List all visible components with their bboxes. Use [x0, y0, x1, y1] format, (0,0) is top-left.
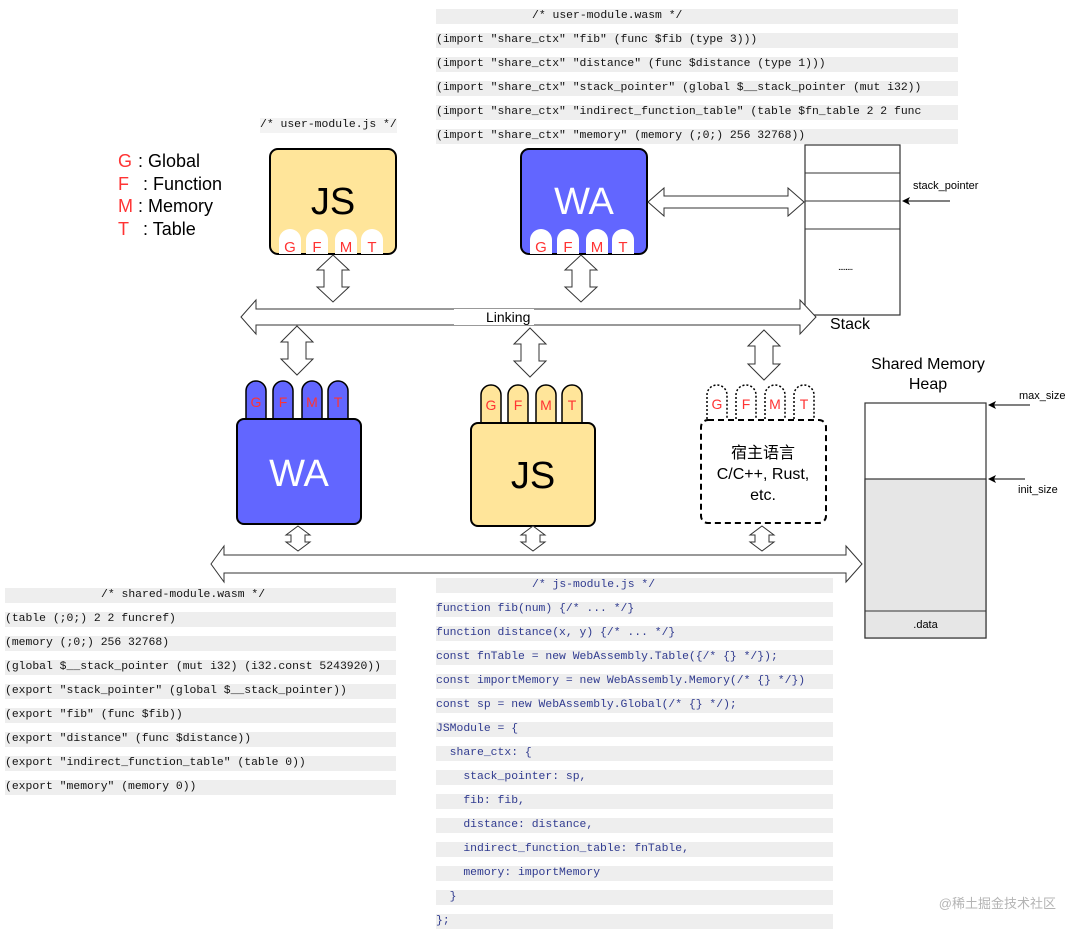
port-m: M	[340, 239, 353, 256]
code-line: fib: fib,	[436, 794, 833, 809]
init-size-label: init_size	[1018, 484, 1058, 496]
linking-label: Linking	[486, 309, 531, 325]
port-f: F	[279, 394, 288, 410]
host-lang-line3: etc.	[750, 487, 776, 504]
port-t: T	[568, 397, 577, 413]
code-line: (export "memory" (memory 0))	[5, 780, 396, 795]
stack-pointer-label: stack_pointer	[913, 180, 979, 192]
link-to-shared-wa-arrow	[279, 325, 315, 376]
user-js-label: JS	[311, 181, 355, 223]
legend-item: F : Function	[118, 173, 223, 194]
code-line: const importMemory = new WebAssembly.Mem…	[436, 674, 833, 689]
code-line: function fib(num) {/* ... */}	[436, 602, 833, 617]
shared-js-label: JS	[511, 455, 555, 497]
code-line: (export "distance" (func $distance))	[5, 732, 396, 747]
shared-js-module: G F M T JS	[470, 384, 596, 527]
port-g: G	[284, 239, 296, 256]
shared-module-wasm-code: /* shared-module.wasm */ (table (;0;) 2 …	[5, 588, 396, 804]
code-line: (table (;0;) 2 2 funcref)	[5, 612, 396, 627]
code-line: (import "share_ctx" "stack_pointer" (glo…	[436, 81, 958, 96]
host-bottom-arrow	[748, 525, 776, 552]
watermark: @稀土掘金技术社区	[938, 896, 1056, 911]
code-title: /* user-module.wasm */	[436, 9, 958, 24]
code-line: (global $__stack_pointer (mut i32) (i32.…	[5, 660, 396, 675]
heap-title-line1: Shared Memory	[871, 356, 985, 373]
link-to-host-arrow	[746, 329, 782, 381]
code-line: }	[436, 890, 833, 905]
port-t: T	[367, 239, 376, 256]
code-line: (export "indirect_function_table" (table…	[5, 756, 396, 771]
data-section-label: .data	[913, 619, 938, 631]
code-line: (import "share_ctx" "indirect_function_t…	[436, 105, 958, 120]
user-wa-label: WA	[554, 181, 614, 223]
code-line: indirect_function_table: fnTable,	[436, 842, 833, 857]
port-f: F	[514, 397, 523, 413]
port-m: M	[540, 397, 552, 413]
host-lang-line1: 宿主语言	[731, 444, 795, 462]
port-f: F	[563, 239, 572, 256]
port-m: M	[769, 396, 781, 412]
port-f: F	[312, 239, 321, 256]
heap-bus-arrow	[210, 544, 863, 584]
code-line: const fnTable = new WebAssembly.Table({/…	[436, 650, 833, 665]
code-line: JSModule = {	[436, 722, 833, 737]
link-to-shared-js-arrow	[512, 327, 548, 378]
port-t: T	[800, 396, 809, 412]
stack-ellipsis: ........	[838, 262, 853, 273]
port-m: M	[591, 239, 604, 256]
port-t: T	[334, 394, 343, 410]
stack	[804, 144, 950, 316]
code-title: /* js-module.js */	[436, 578, 833, 593]
shared-wa-bottom-arrow	[284, 525, 312, 552]
user-wa-link-arrow	[563, 254, 599, 303]
code-line: distance: distance,	[436, 818, 833, 833]
code-line: (export "stack_pointer" (global $__stack…	[5, 684, 396, 699]
wa-stack-arrow	[647, 186, 805, 218]
legend-item: M: Memory	[118, 196, 214, 216]
port-g: G	[486, 397, 497, 413]
code-line: (import "share_ctx" "distance" (func $di…	[436, 57, 958, 72]
legend-item: T : Table	[118, 218, 196, 239]
host-lang-line2: C/C++, Rust,	[717, 466, 809, 483]
port-t: T	[618, 239, 627, 256]
user-js-module: JS G F M T	[269, 148, 397, 256]
code-line: (export "fib" (func $fib))	[5, 708, 396, 723]
port-g: G	[712, 396, 723, 412]
max-size-label: max_size	[1019, 390, 1066, 402]
user-js-link-arrow	[315, 254, 351, 303]
shared-wa-module: G F M T WA	[236, 380, 362, 525]
code-line: share_ctx: {	[436, 746, 833, 761]
shared-memory-heap	[864, 401, 1030, 639]
code-title: /* shared-module.wasm */	[5, 588, 396, 603]
code-line: (memory (;0;) 256 32768)	[5, 636, 396, 651]
code-line: };	[436, 914, 833, 929]
user-module-js-comment: /* user-module.js */	[260, 118, 397, 133]
stack-label: Stack	[830, 316, 871, 333]
port-g: G	[251, 394, 262, 410]
code-line: stack_pointer: sp,	[436, 770, 833, 785]
port-g: G	[535, 239, 547, 256]
heap-title-line2: Heap	[908, 376, 948, 393]
legend: G: Global F : Function M: Memory T : Tab…	[118, 150, 222, 240]
code-line: memory: importMemory	[436, 866, 833, 881]
heap-title: Shared Memory Heap	[868, 355, 988, 395]
code-line: (import "share_ctx" "memory" (memory (;0…	[436, 129, 958, 144]
user-module-wasm-code: /* user-module.wasm */ (import "share_ct…	[436, 9, 958, 153]
port-f: F	[742, 396, 751, 412]
code-line: const sp = new WebAssembly.Global(/* {} …	[436, 698, 833, 713]
port-m: M	[306, 394, 318, 410]
legend-item: G: Global	[118, 151, 201, 171]
shared-js-bottom-arrow	[519, 525, 547, 552]
user-js-ports	[279, 229, 383, 254]
code-line: (import "share_ctx" "fib" (func $fib (ty…	[436, 33, 958, 48]
code-line: function distance(x, y) {/* ... */}	[436, 626, 833, 641]
host-language-module: G F M T 宿主语言 C/C++, Rust, etc.	[700, 384, 827, 524]
js-module-code: /* js-module.js */ function fib(num) {/*…	[436, 578, 833, 938]
user-wa-module: WA G F M T	[520, 148, 648, 256]
shared-wa-label: WA	[269, 453, 329, 495]
